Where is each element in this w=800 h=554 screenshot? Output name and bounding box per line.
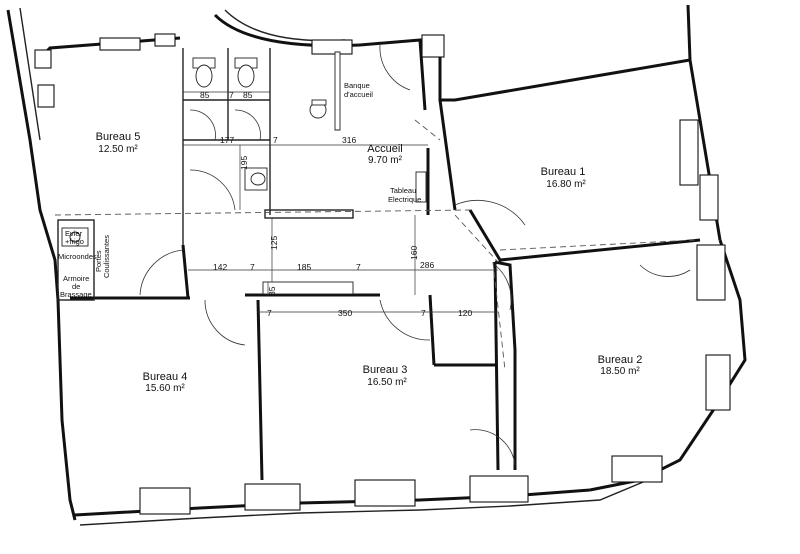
room-name-bureau3: Bureau 3	[363, 364, 408, 376]
fixtures	[61, 51, 427, 247]
dim-185: 185	[297, 262, 311, 272]
washbasin-icon	[244, 167, 268, 191]
room-name-bureau2: Bureau 2	[598, 354, 643, 366]
room-area-bureau1: 16.80 m²	[546, 179, 586, 190]
dim-286: 286	[420, 260, 434, 270]
dim-350: 350	[338, 308, 352, 318]
room-name-bureau4: Bureau 4	[143, 371, 188, 383]
dim-7a: 7	[273, 135, 278, 145]
label-tableau-line1: Tableau	[390, 186, 416, 195]
label-armoire-line3: Brassage	[60, 290, 92, 299]
room-area-accueil: 9.70 m²	[368, 155, 403, 166]
label-portes-line1: Portes	[94, 250, 103, 272]
dim-7e: 7	[421, 308, 426, 318]
label-banque-line2: d'accueil	[344, 90, 373, 99]
label-armoire-line1: Armoire	[63, 274, 89, 283]
dim-316: 316	[342, 135, 356, 145]
dim-wc-sep: 7	[229, 90, 234, 100]
room-area-bureau2: 18.50 m²	[600, 366, 640, 377]
dim-142: 142	[213, 262, 227, 272]
dim-160: 160	[409, 246, 419, 260]
label-evier-line2: +frigo	[65, 237, 84, 246]
label-armoire-line2: de	[72, 282, 80, 291]
electrical-panel-icon	[415, 171, 427, 203]
dim-35: 35	[267, 286, 277, 296]
exterior-walls	[6, 4, 747, 526]
windows	[34, 33, 731, 515]
room-area-bureau3: 16.50 m²	[367, 377, 407, 388]
dim-120: 120	[458, 308, 472, 318]
reception-desk-icon	[309, 51, 341, 131]
dim-7b: 7	[250, 262, 255, 272]
room-name-accueil: Accueil	[367, 143, 402, 155]
dim-177: 177	[220, 135, 234, 145]
sink-icon	[61, 227, 89, 247]
dim-195: 195	[239, 156, 249, 170]
interior-walls	[57, 48, 701, 481]
label-microondes: Microondes	[58, 252, 97, 261]
room-area-bureau5: 12.50 m²	[98, 144, 138, 155]
dim-7d: 7	[267, 308, 272, 318]
wc-left-icon	[192, 57, 216, 88]
label-portes-line2: Coulissantes	[102, 235, 111, 278]
dim-7c: 7	[356, 262, 361, 272]
dim-wc-right: 85	[243, 90, 253, 100]
room-area-bureau4: 15.60 m²	[145, 383, 185, 394]
room-name-bureau1: Bureau 1	[541, 166, 586, 178]
label-banque-line1: Banque	[344, 81, 370, 90]
dimension-lines	[183, 91, 498, 313]
label-evier-line1: Evier	[65, 229, 83, 238]
wc-right-icon	[234, 57, 258, 88]
doors	[139, 44, 691, 466]
dim-125: 125	[269, 236, 279, 250]
dim-wc-left: 85	[200, 90, 210, 100]
label-tableau-line2: Electrique	[388, 195, 421, 204]
room-name-bureau5: Bureau 5	[96, 131, 141, 143]
